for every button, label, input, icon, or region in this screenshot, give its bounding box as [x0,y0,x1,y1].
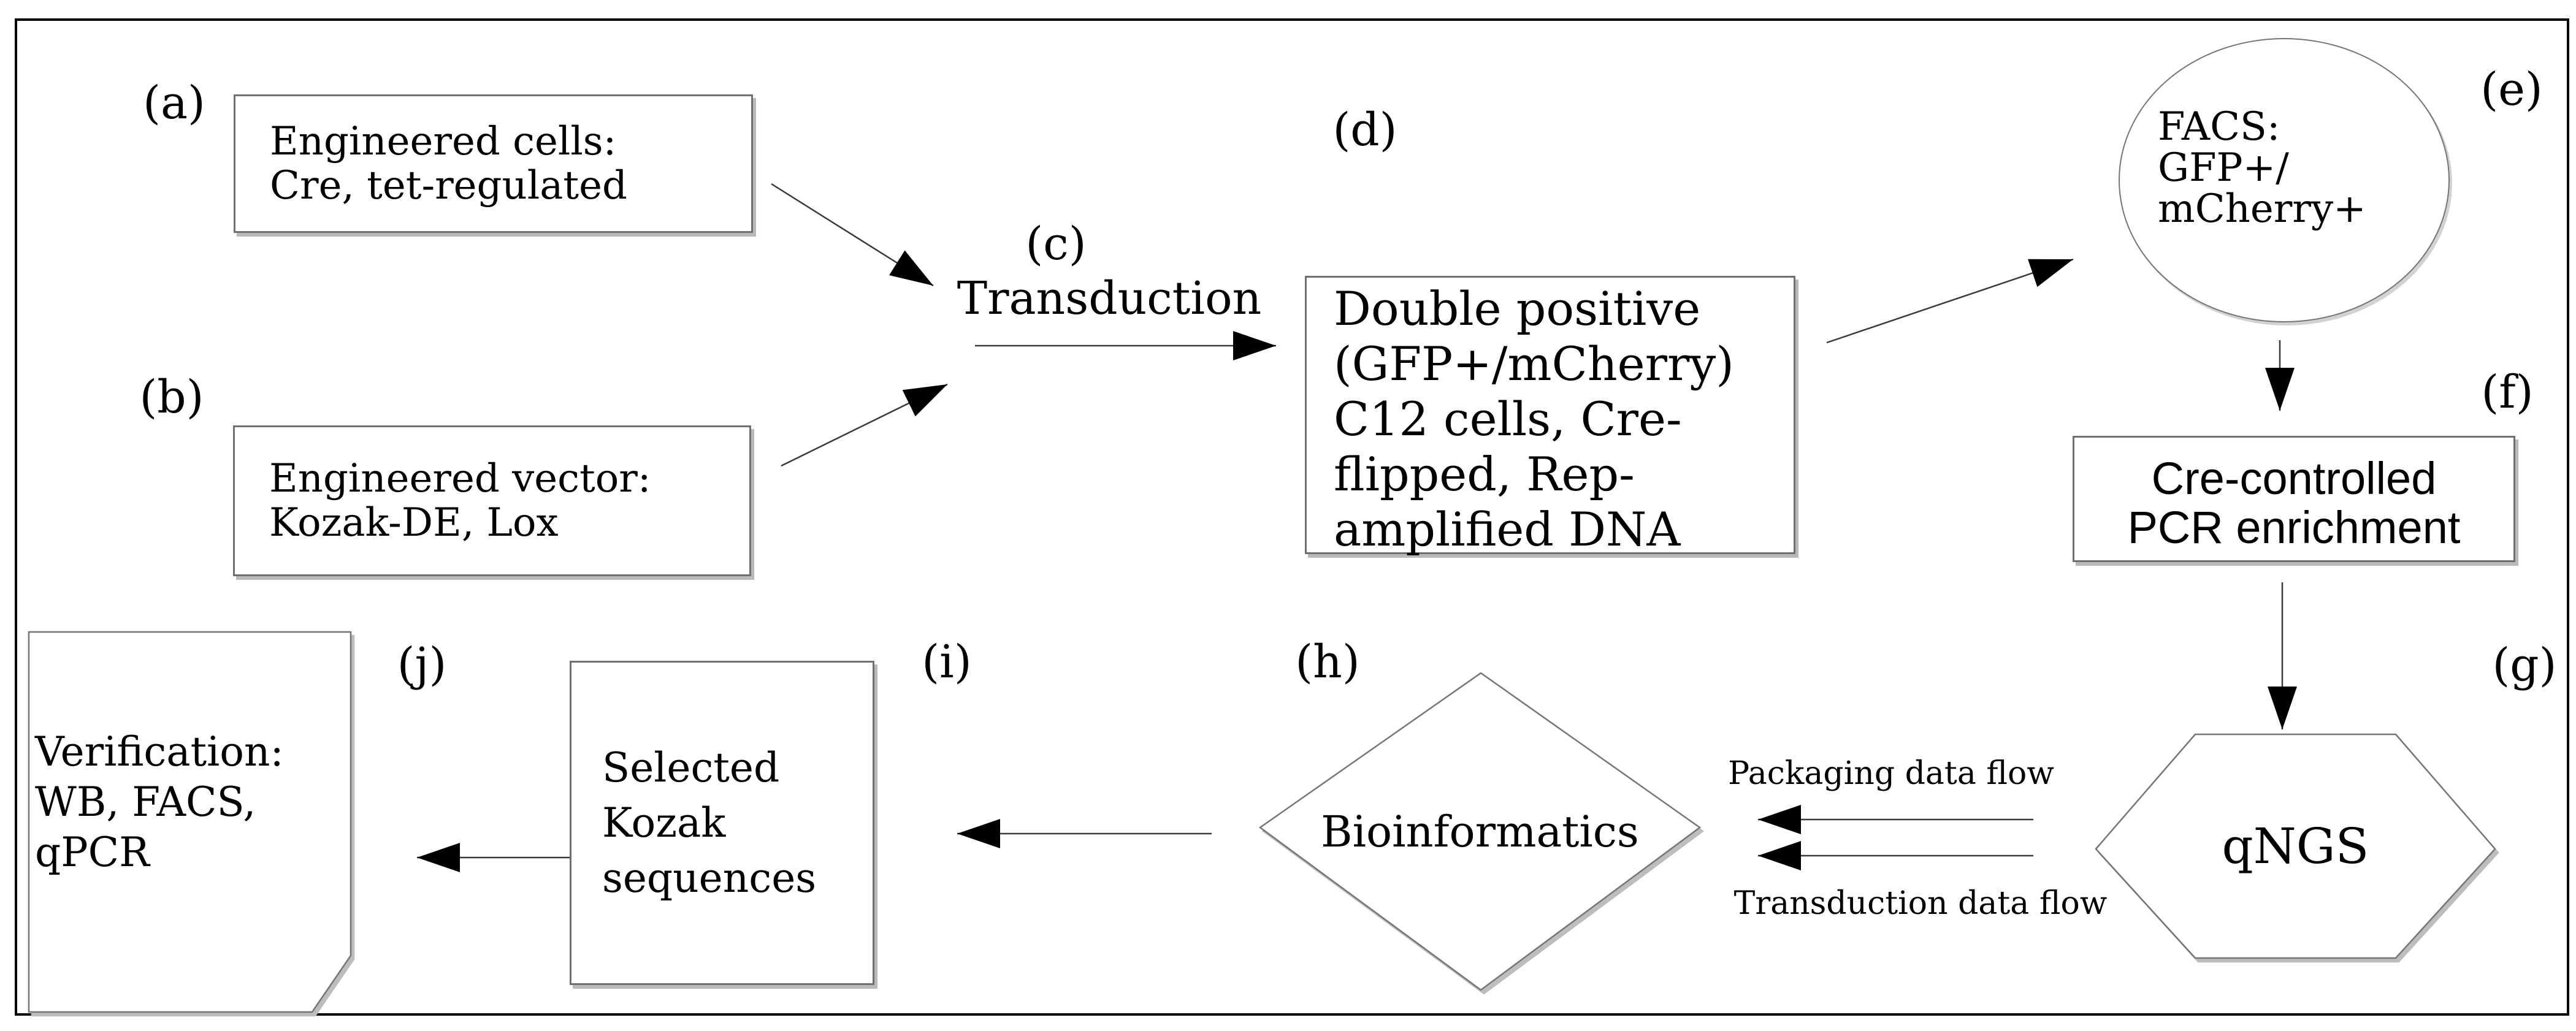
node-text-line: Cre, tet-regulated [270,163,627,208]
node-text-line: WB, FACS, [35,778,256,826]
node-text-line: Double positive [1334,281,1701,336]
node-text-line: Engineered vector: [269,456,651,501]
node-text-line: Kozak [602,799,726,846]
step-label-f: (f) [2481,366,2534,419]
node-text-line: Cre-controlled [2151,453,2437,504]
node-engineered-cells: Engineered cells: Cre, tet-regulated [234,94,753,233]
arrow-double-positive-to-facs [1826,258,2074,344]
node-text-line: sequences [602,854,817,902]
step-label-a: (a) [143,77,205,129]
packaging-data-flow-label: Packaging data flow [1728,755,2054,792]
node-text-line: PCR enrichment [2127,502,2461,553]
node-facs-ellipse: FACS: GFP+/ mCherry+ [2119,38,2450,322]
node-text-line: (GFP+/mCherry) [1334,337,1734,391]
node-text-line: Kozak-DE, Lox [269,500,559,546]
step-label-e: (e) [2480,63,2543,116]
step-label-c: (c) [1025,218,1087,270]
step-label-i: (i) [922,636,972,688]
node-text-line: mCherry+ [2158,186,2366,232]
arrow-engineered-cells-to-transduction [771,183,934,287]
node-selected-kozak: Selected Kozak sequences [570,661,874,985]
transduction-data-flow-label: Transduction data flow [1733,885,2108,922]
node-text-line: FACS: [2158,104,2280,150]
step-label-g: (g) [2492,639,2557,691]
node-bioinformatics: Bioinformatics [1260,673,1700,990]
diagram-border [15,18,2569,1016]
node-text-line: amplified DNA [1334,502,1681,557]
node-text-line: Selected [602,744,780,791]
node-verification: Verification: WB, FACS, qPCR [29,632,351,1012]
node-text-line: Verification: [35,728,284,775]
node-text-line: GFP+/ [2158,145,2289,191]
node-text-line: C12 cells, Cre- [1334,392,1682,446]
node-double-positive: Double positive (GFP+/mCherry) C12 cells… [1305,276,1795,557]
node-text-line: Bioinformatics [1321,806,1639,857]
node-qngs: qNGS [2096,734,2495,958]
step-label-d: (d) [1332,104,1397,156]
step-label-b: (b) [139,371,204,424]
node-text-line: Engineered cells: [270,119,617,164]
hexagon-qngs-shape [2095,733,2496,959]
node-engineered-vector: Engineered vector: Kozak-DE, Lox [233,425,751,576]
arrow-engineered-vector-to-transduction [781,383,948,467]
step-label-h: (h) [1295,636,1360,688]
node-text-line: qPCR [35,829,150,876]
node-cre-controlled-pcr: Cre-controlled PCR enrichment [2073,436,2515,562]
step-label-j: (j) [397,638,447,691]
document-verification-shape [28,631,352,1013]
transduction-arrow-label: Transduction [957,272,1262,325]
node-text-line: qNGS [2222,818,2369,875]
diamond-bioinformatics-shape [1258,672,1702,991]
node-text-line: flipped, Rep- [1334,447,1635,501]
